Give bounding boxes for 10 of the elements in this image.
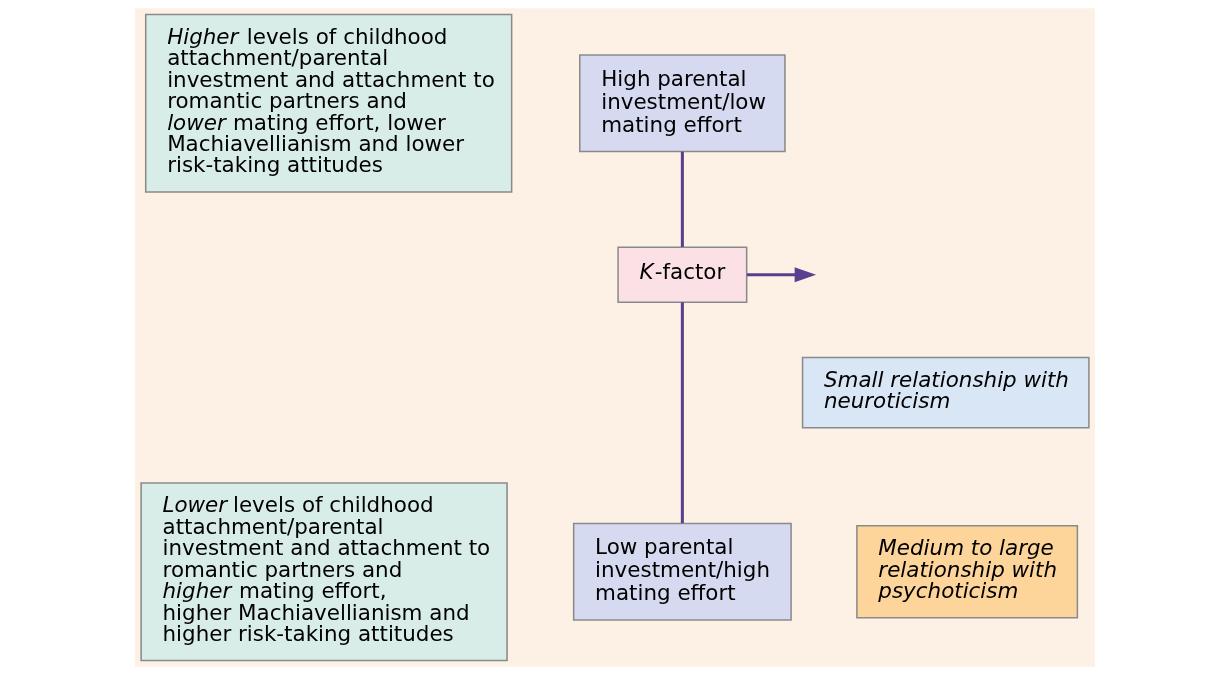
- node-box: Low parental investment/high mating effort: [572, 522, 792, 621]
- connector: [680, 302, 684, 524]
- node-box: Lower levels of childhood attachment/parental investment and attachment to romantic partners and higher mating effort, higher Machiavellianism and higher risk-taking attitudes: [139, 482, 508, 662]
- node-box: High parental investment/low mating effort: [578, 54, 786, 153]
- connector: [680, 151, 684, 247]
- node-box: K-factor: [616, 246, 747, 304]
- node-box: Medium to large relationship with psychoticism: [855, 525, 1078, 619]
- node-box: Small relationship with neuroticism: [801, 356, 1090, 429]
- node-box: Higher levels of childhood attachment/parental investment and attachment to romantic partners and lower mating effort, lower Machiavellianism and lower risk-taking attitudes: [144, 13, 512, 193]
- arrow: [746, 267, 816, 283]
